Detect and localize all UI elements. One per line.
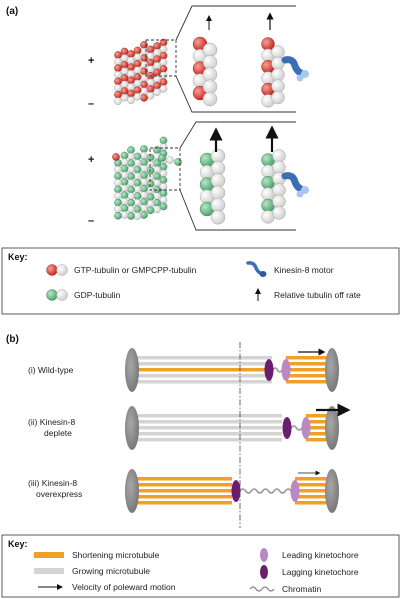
right-spindle-pole (325, 469, 339, 513)
light-purple-ellipse-icon (260, 548, 268, 562)
left-microtubule (132, 362, 272, 366)
right-spindle-pole (325, 348, 339, 392)
right-microtubule (286, 362, 330, 366)
chromatin (239, 488, 292, 494)
leading-kinetochore (281, 359, 291, 381)
right-microtubule (306, 420, 330, 424)
minus-end-sign-top: – (88, 98, 94, 110)
left-microtubule (132, 501, 232, 505)
right-microtubule (286, 374, 330, 378)
key-growing-label: Growing microtubule (72, 566, 150, 576)
minus-end-sign-bottom: – (88, 215, 94, 227)
leading-kinetochore (301, 417, 311, 439)
left-spindle-pole (125, 406, 139, 450)
right-microtubule (286, 368, 330, 372)
row2-label-line2: deplete (44, 428, 72, 438)
lagging-kinetochore (231, 480, 241, 502)
left-microtubule (132, 426, 282, 430)
panel-b-key-heading: Key: (8, 539, 28, 549)
left-microtubule (132, 356, 272, 360)
red-white-tubulin-icon (46, 264, 68, 276)
left-microtubule (132, 432, 282, 436)
gdp-protofilament-with-kinesin (261, 149, 309, 224)
left-microtubule (132, 420, 282, 424)
panel-a-key-heading: Key: (8, 252, 28, 262)
gtp-protofilament-closeup (192, 36, 218, 107)
spindle-diagrams (125, 348, 351, 513)
right-microtubule (306, 432, 330, 436)
kinesin-motor-icon (246, 261, 267, 277)
row2-label-line1: (ii) Kinesin-8 (28, 417, 76, 427)
key-off-rate-label: Relative tubulin off rate (274, 290, 361, 300)
right-microtubule (295, 477, 330, 481)
spindle-row (125, 403, 351, 450)
row1-label: (i) Wild-type (28, 365, 74, 375)
kinesin-motor (281, 172, 307, 194)
left-microtubule (132, 489, 232, 493)
left-microtubule (132, 483, 232, 487)
key-gdp-tubulin-label: GDP-tubulin (74, 290, 121, 300)
left-microtubule (132, 438, 282, 442)
zoom-callout-lines-bottom (179, 121, 296, 231)
row3-label-line1: (iii) Kinesin-8 (28, 478, 77, 488)
green-white-tubulin-icon (46, 289, 68, 301)
right-microtubule (295, 501, 330, 505)
right-microtubule (286, 356, 330, 360)
spindle-row (125, 469, 339, 513)
gtp-protofilament-with-kinesin (261, 37, 309, 108)
left-microtubule (132, 380, 272, 384)
chromatin (272, 367, 283, 373)
left-microtubule (132, 477, 232, 481)
left-microtubule (132, 414, 282, 418)
left-microtubule (132, 374, 272, 378)
wavy-line-icon (249, 586, 275, 592)
right-microtubule (295, 495, 330, 499)
lagging-kinetochore (282, 417, 292, 439)
left-spindle-pole (125, 348, 139, 392)
key-velocity-label: Velocity of poleward motion (72, 582, 176, 592)
key-shortening-label: Shortening microtubule (72, 550, 160, 560)
row3-label-line2: overexpress (36, 489, 82, 499)
plus-end-sign-bottom: + (88, 154, 94, 166)
panel-a-key-box (1, 247, 400, 315)
panel-b-key-box (1, 534, 400, 598)
plus-end-sign-top: + (88, 55, 94, 67)
right-microtubule (306, 438, 330, 442)
chromatin (290, 425, 303, 431)
orange-bar-icon (34, 552, 64, 558)
zoom-region-box-bottom (149, 147, 181, 191)
grey-bar-icon (34, 568, 64, 574)
gdp-microtubule-lattice (112, 136, 182, 220)
zoom-region-box-top (145, 39, 177, 77)
right-microtubule (286, 380, 330, 384)
key-kinesin-motor-label: Kinesin-8 motor (274, 265, 334, 275)
lagging-kinetochore (264, 359, 274, 381)
kinesin-motor (281, 56, 307, 78)
right-microtubule (295, 483, 330, 487)
leading-kinetochore (290, 480, 300, 502)
left-spindle-pole (125, 469, 139, 513)
right-spindle-pole (325, 406, 339, 450)
left-microtubule (132, 495, 232, 499)
dark-purple-ellipse-icon (260, 565, 268, 579)
gtp-microtubule-lattice (114, 38, 168, 105)
key-leading-kinetochore-label: Leading kinetochore (282, 550, 359, 560)
panel-b-label: (b) (6, 334, 19, 345)
right-microtubule (295, 489, 330, 493)
spindle-row (125, 348, 339, 392)
zoom-callout-lines-top (175, 5, 296, 113)
key-lagging-kinetochore-label: Lagging kinetochore (282, 567, 359, 577)
key-chromatin-label: Chromatin (282, 584, 321, 594)
panel-a-label: (a) (6, 6, 18, 17)
left-microtubule (132, 368, 272, 372)
key-gtp-tubulin-label: GTP-tubulin or GMPCPP-tubulin (74, 265, 197, 275)
right-microtubule (306, 426, 330, 430)
right-microtubule (306, 414, 330, 418)
gdp-protofilament-closeup (199, 148, 226, 225)
